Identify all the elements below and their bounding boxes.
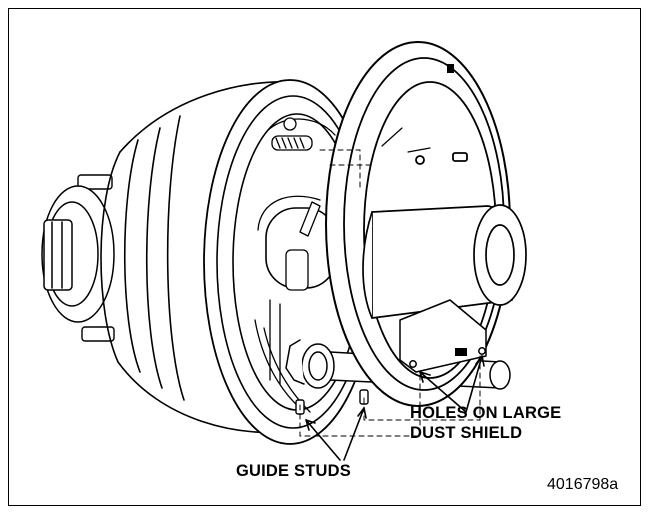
hub-cap: [41, 185, 115, 323]
brake-internals: [254, 117, 337, 413]
guide-studs-callout-label: GUIDE STUDS: [236, 462, 351, 480]
arrow-pointer: [305, 355, 485, 461]
figure-number: 4016798a: [547, 476, 619, 493]
holes-callout-line-1: HOLES ON LARGE: [410, 404, 562, 422]
shield-lower-plate: [399, 299, 487, 373]
holes-callout-line-2: DUST SHIELD: [410, 424, 523, 442]
cylinder-housing: [362, 204, 527, 319]
holes-callout-label: HOLES ON LARGE DUST SHIELD: [410, 403, 610, 443]
